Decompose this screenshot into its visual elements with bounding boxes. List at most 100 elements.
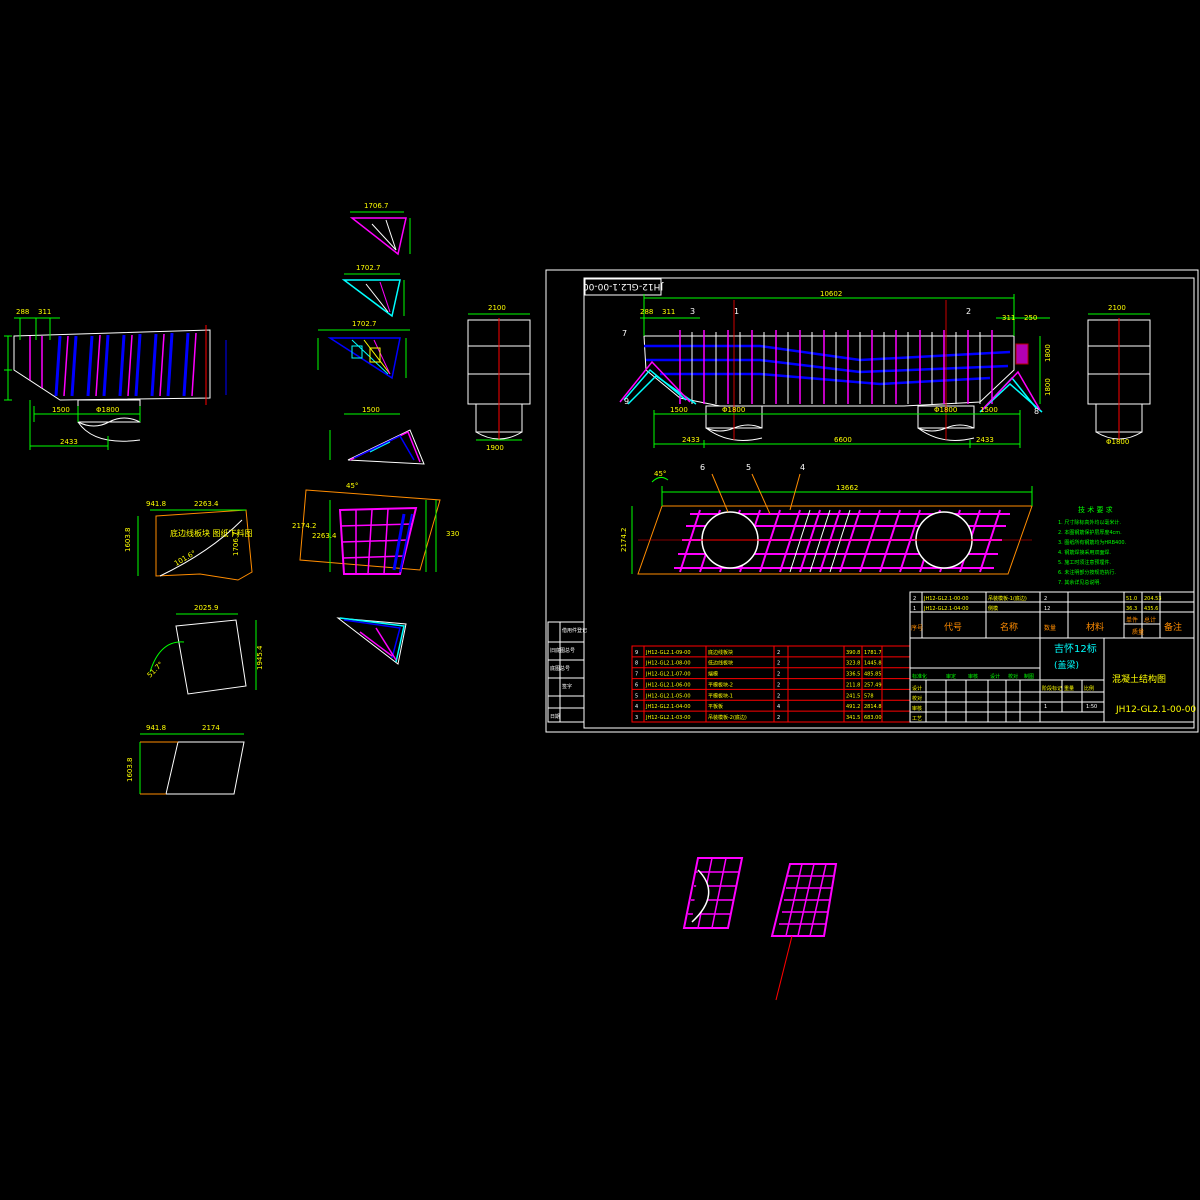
note-1: 1. 尺寸除标高外均以毫米计.	[1058, 519, 1121, 526]
dim-250-main: 250	[1024, 314, 1037, 322]
parts-row-no: 9	[635, 650, 638, 656]
parts-row-name: 平板板	[708, 703, 723, 710]
col-remark: 备注	[1164, 621, 1182, 633]
dim-1800-main: 1800	[1044, 344, 1052, 362]
parts-row-name: 底边线板块	[708, 649, 733, 656]
detail-view-wedge	[336, 617, 407, 665]
scale-value: 1:50	[1086, 704, 1097, 710]
rev-label-2: 审核	[968, 673, 978, 680]
parts-row-code: JH12-GL2.1-08-00	[645, 661, 691, 667]
parts-row-name: 端模	[708, 671, 718, 678]
rev-label-3: 设计	[990, 673, 1000, 680]
plate-layout-3: 941.8 2174 1603.8	[126, 724, 245, 795]
col-total: 总计	[1144, 616, 1156, 624]
hrow-1-code: JH12-GL2.1-04-00	[923, 606, 969, 612]
hrow-0-no: 2	[913, 596, 916, 602]
plan-view: 13662 45° 2174.2 6 5 4	[620, 463, 1033, 575]
parts-row-no: 6	[635, 682, 638, 688]
dim-941-plate1: 941.8	[146, 500, 166, 508]
hrow-0-m1: 51.0	[1126, 596, 1137, 602]
note-4: 4. 钢筋焊接采用双面焊.	[1058, 549, 1111, 556]
project-sub: (盖梁)	[1054, 659, 1079, 671]
parts-row-qty: 4	[777, 704, 780, 710]
loose-detail-panel-1	[682, 857, 744, 929]
dim-2174-detail: 2174.2	[292, 522, 317, 530]
parts-row-no: 7	[635, 672, 638, 678]
dim-phi1800-right: Φ1800	[1106, 438, 1129, 446]
left-strip-item-1: 旧底图总号	[550, 647, 575, 654]
callout-2: 2	[966, 307, 971, 316]
hrow-0-code: JH12-GL2.1-00-00	[923, 596, 969, 602]
left-side-section-view: 2100 1900	[467, 304, 531, 452]
callout-4: 4	[800, 463, 805, 472]
dim-2174-plan: 2174.2	[620, 528, 628, 553]
detail-view-triangle-1: 1706.7	[349, 202, 411, 256]
rev-label-5: 制图	[1024, 673, 1034, 680]
hrow-0-qty: 2	[1044, 596, 1047, 602]
parts-row-qty: 2	[777, 693, 780, 699]
parts-row-m2: 2814.8	[864, 704, 882, 710]
parts-row-qty: 2	[777, 650, 780, 656]
dim-311-main-r: 311	[1002, 314, 1015, 322]
parts-row-m1: 491.2	[846, 704, 860, 710]
rev-label-4: 校对	[1008, 673, 1018, 680]
dim-2433-main-r: 2433	[976, 436, 994, 444]
detail-view-triangle-3: 1702.7	[317, 320, 410, 380]
col-no: 序号	[911, 624, 923, 632]
parts-row-name: 低边线板块	[708, 660, 733, 667]
detail-view-triangle-2: 1702.7	[341, 264, 405, 318]
rev-label-0: 标准化	[912, 673, 927, 680]
dim-1702-detail: 1702.7	[356, 264, 381, 272]
dim-2100-right: 2100	[1108, 304, 1126, 312]
parts-row-qty: 2	[777, 672, 780, 678]
parts-row-m2: 1781.7	[864, 650, 882, 656]
rev-label-1: 审定	[946, 673, 956, 680]
note-2: 2. 本图钢筋保护层厚度4cm.	[1058, 529, 1122, 536]
col-name: 名称	[1000, 621, 1018, 633]
parts-row-name: 平模板块-1	[708, 692, 733, 699]
col-code: 代号	[944, 622, 962, 633]
technical-notes: 技 术 要 求 1. 尺寸除标高外均以毫米计. 2. 本图钢筋保护层厚度4cm.…	[1058, 505, 1127, 586]
dim-2174-plate3: 2174	[202, 724, 220, 732]
dim-2433-left: 2433	[60, 438, 78, 446]
dim-311-left: 311	[38, 308, 51, 316]
dim-phi1800-left: Φ1800	[96, 406, 119, 414]
parts-row-m2: 578	[864, 693, 874, 699]
parts-row-m2: 683.00	[864, 715, 882, 721]
dim-1603-plate1: 1603.8	[124, 528, 132, 553]
dim-330-detail: 330	[446, 530, 459, 538]
stage-label: 阶段标记	[1042, 685, 1062, 692]
dim-slab-len: 13662	[836, 484, 858, 492]
dim-1702-detail-3: 1702.7	[352, 320, 377, 328]
sign-review: 审核	[912, 705, 922, 712]
note-6: 6. 未注明部分按规范执行.	[1058, 569, 1116, 576]
plate1-note: 底边线板块 图纸下料图	[170, 528, 253, 538]
hrow-1-name: 侧模	[988, 605, 998, 612]
note-5: 5. 施工时须注意预埋件.	[1058, 559, 1111, 566]
callout-8: 8	[1034, 407, 1039, 416]
loose-detail-panel-2	[770, 863, 838, 1001]
parts-row-no: 8	[635, 661, 638, 667]
hrow-1-m2: 435.6	[1144, 606, 1158, 612]
dim-1945-plate2: 1945.4	[256, 645, 264, 670]
plate-layout-2: 2025.9 1945.4 51.7°	[146, 604, 264, 695]
dim-6600-main: 6600	[834, 436, 852, 444]
dim-2433-main: 2433	[682, 436, 700, 444]
dim-phi1800-main: Φ1800	[722, 406, 745, 414]
left-strip-item-2: 底图总号	[550, 665, 570, 672]
dim-2100-left: 2100	[488, 304, 506, 312]
callout-3: 3	[690, 307, 695, 316]
drawing-title: 混凝土结构图	[1112, 673, 1166, 685]
parts-row-qty: 2	[777, 682, 780, 688]
parts-row-m1: 336.5	[846, 672, 860, 678]
dim-1800-main-b: 1800	[1044, 378, 1052, 396]
parts-row-code: JH12-GL2.1-04-00	[645, 704, 691, 710]
parts-row-m2: 1445.8	[864, 661, 882, 667]
parts-row-no: 4	[635, 704, 638, 710]
detail-view-grid-panel: 45° 2174.2 2263.4 330	[292, 482, 459, 575]
dim-1706-detail: 1706.7	[364, 202, 389, 210]
dim-2263-detail: 2263.4	[312, 532, 337, 540]
dim-1900-left: 1900	[486, 444, 504, 452]
col-unit: 单件	[1126, 616, 1138, 624]
